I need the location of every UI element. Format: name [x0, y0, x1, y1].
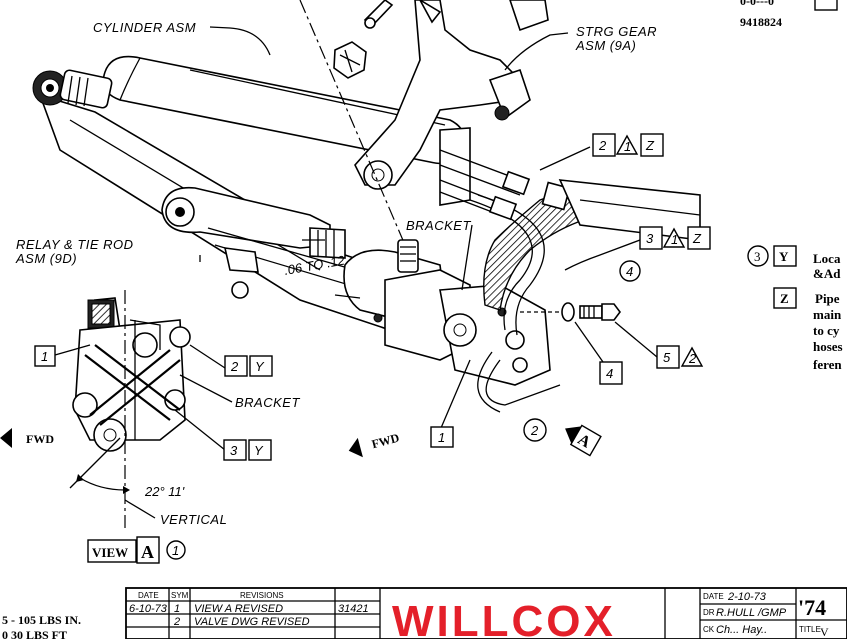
svg-text:5 - 105 LBS IN.: 5 - 105 LBS IN.: [2, 613, 81, 627]
label-bracket-side: BRACKET: [235, 395, 300, 410]
callout-circle-4: 4: [619, 260, 641, 282]
model-year: '74: [798, 595, 826, 620]
svg-text:REVISIONS: REVISIONS: [240, 591, 284, 600]
svg-text:&Ad: &Ad: [813, 266, 841, 281]
svg-text:Ch... Hay..: Ch... Hay..: [716, 624, 767, 636]
svg-text:Y: Y: [779, 249, 789, 264]
view-arrow-icon: [565, 426, 582, 444]
svg-text:2-10-73: 2-10-73: [727, 591, 767, 603]
callout-2-y: 2 Y: [224, 355, 273, 377]
fwd-arrow-center: FWD: [348, 430, 401, 458]
svg-text:DATE: DATE: [703, 592, 724, 601]
callout-3-y: 3 Y: [223, 439, 272, 461]
svg-text:VALVE DWG REVISED: VALVE DWG REVISED: [194, 616, 310, 628]
svg-text:31421: 31421: [338, 603, 369, 615]
label-strg-gear-2: ASM (9A): [575, 38, 636, 53]
fwd-left-label: FWD: [26, 432, 54, 446]
callout-5-2: 5 2: [656, 345, 704, 369]
svg-text:4: 4: [626, 264, 633, 279]
svg-text:1: 1: [438, 430, 445, 445]
view-arrow-a: A: [565, 424, 602, 457]
svg-text:3: 3: [230, 443, 238, 458]
frame-side-rail: [558, 179, 701, 241]
cotter-pin-castle-nut: [299, 0, 421, 281]
svg-text:hoses: hoses: [813, 339, 843, 354]
label-strg-gear-1: STRG GEAR: [576, 24, 657, 39]
svg-text:0-0---0: 0-0---0: [740, 0, 774, 8]
svg-text:V: V: [820, 625, 829, 639]
svg-text:DR: DR: [703, 608, 715, 617]
label-relay-2: ASM (9D): [15, 251, 77, 266]
svg-text:4: 4: [606, 366, 613, 381]
svg-text:SYM: SYM: [171, 591, 189, 600]
callout-3-1-z: 3 1 Z: [639, 226, 711, 250]
label-bracket-top: BRACKET: [406, 218, 471, 233]
callout-1-left: 1: [34, 345, 56, 367]
part-number-top: 9418824: [740, 15, 782, 29]
svg-text:Z: Z: [645, 138, 655, 153]
steering-gear-arm: [354, 0, 549, 206]
callout-circle-2: 2: [523, 418, 547, 442]
svg-text:main: main: [813, 307, 842, 322]
svg-text:VIEW A REVISED: VIEW A REVISED: [194, 603, 283, 615]
fwd-center-label: FWD: [370, 430, 401, 451]
leader-lines: [54, 26, 658, 519]
svg-text:2: 2: [598, 138, 607, 153]
label-cylinder-asm: CYLINDER ASM: [93, 20, 196, 35]
svg-text:Z: Z: [780, 291, 789, 306]
svg-text:Z: Z: [692, 231, 702, 246]
svg-text:DATE: DATE: [138, 591, 159, 600]
svg-text:1: 1: [174, 603, 180, 615]
torque-table: 5 - 105 LBS IN. 0 30 LBS FT: [2, 613, 81, 639]
fwd-arrow-center-icon: [348, 437, 363, 458]
svg-text:Y: Y: [254, 443, 264, 458]
svg-text:2: 2: [688, 351, 697, 366]
control-valve-bracket: [343, 239, 561, 413]
fwd-arrow-left-icon: [0, 428, 12, 448]
part-labels: 9418824 0-0---0 CYLINDER ASM STRG GEAR A…: [15, 0, 838, 527]
svg-text:Loca: Loca: [813, 251, 841, 266]
svg-text:TITLE: TITLE: [799, 625, 821, 634]
label-angle: 22° 11': [144, 484, 185, 499]
view-a-detail: [69, 290, 191, 528]
callout-2-1-z: 2 1 Z: [592, 133, 664, 157]
svg-text:1: 1: [41, 349, 48, 364]
svg-text:2: 2: [530, 423, 539, 438]
label-vertical: VERTICAL: [160, 512, 227, 527]
view-word: VIEW: [92, 545, 128, 560]
svg-text:R.HULL /GMP: R.HULL /GMP: [716, 607, 787, 619]
svg-text:2: 2: [230, 359, 239, 374]
svg-text:feren: feren: [813, 357, 842, 372]
washer-bolt: [520, 302, 621, 322]
callout-1-center: 1: [430, 426, 454, 448]
svg-text:1: 1: [624, 139, 631, 154]
svg-text:1: 1: [671, 232, 678, 247]
svg-text:Y: Y: [255, 359, 265, 374]
svg-text:3: 3: [646, 231, 654, 246]
svg-text:3: 3: [754, 249, 761, 264]
notes-panel: 3 Y Loca &Ad Z Pipe main to cy hoses fer…: [747, 245, 843, 372]
callout-4-box: 4: [599, 361, 623, 385]
view-a-label: VIEW A 1: [87, 536, 186, 564]
svg-text:5: 5: [663, 350, 671, 365]
svg-text:to cy: to cy: [813, 323, 840, 338]
svg-text:0 30 LBS FT: 0 30 LBS FT: [2, 628, 67, 639]
svg-text:6-10-73: 6-10-73: [129, 603, 168, 615]
fwd-arrow-left: FWD: [0, 428, 54, 448]
title-block: DATE SYM REVISIONS 6-10-73 1 VIEW A REVI…: [125, 587, 847, 639]
svg-text:Pipe: Pipe: [815, 291, 840, 306]
svg-text:CK: CK: [703, 625, 715, 634]
svg-text:2: 2: [173, 616, 180, 628]
view-sheet: 1: [172, 543, 179, 558]
brand-logo: WILLCOX: [392, 597, 616, 639]
view-letter: A: [141, 542, 154, 562]
label-relay-1: RELAY & TIE ROD: [16, 237, 134, 252]
hoses: [439, 149, 588, 336]
